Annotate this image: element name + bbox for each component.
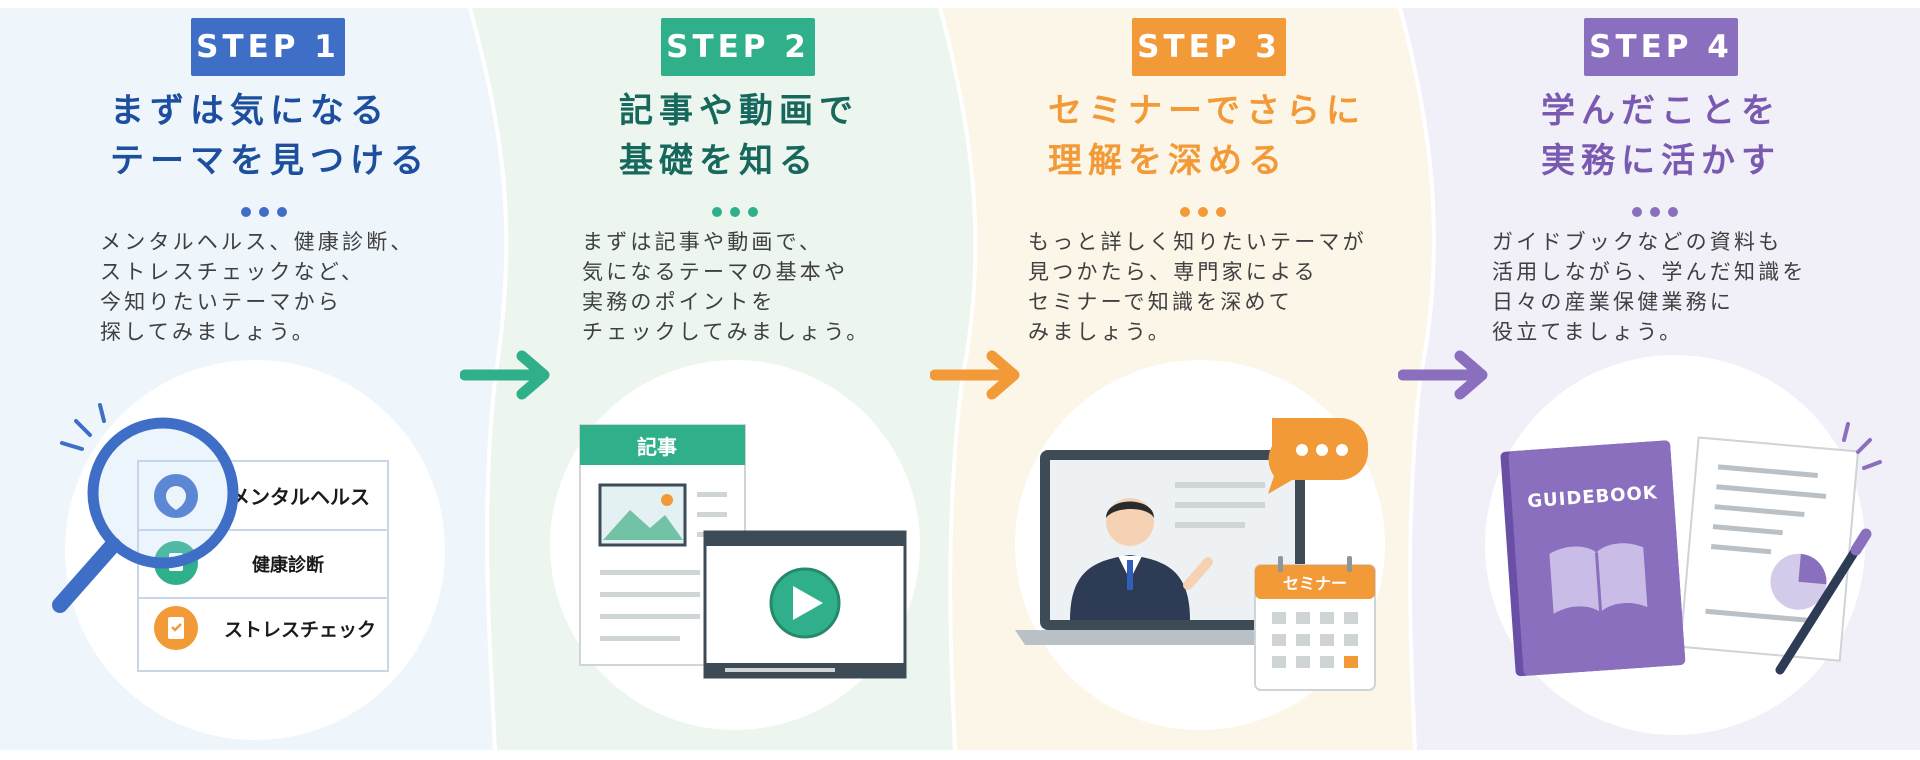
list-item: メンタルヘルス [230,485,370,509]
step-badge: STEP 3 [1132,18,1286,76]
arrow-right-icon [930,350,1020,400]
guidebook-icon: GUIDEBOOK [1500,422,1882,677]
step-description: まずは記事や動画で、 気になるテーマの基本や 実務のポイントを チェックしてみま… [582,230,871,344]
article-label: 記事 [637,435,677,459]
step-title: まずは気になる テーマを見つける [110,91,430,181]
step-title: セミナーでさらに 理解を深める [1048,91,1366,181]
dots-divider [1632,202,1688,217]
step-badge: STEP 2 [661,18,815,76]
seminar-laptop-icon: セミナー [1015,418,1376,691]
step-description: ガイドブックなどの資料も 活用しながら、学んだ知識を 日々の産業保健業務に 役立… [1492,230,1807,344]
list-item: ストレスチェック [224,619,376,641]
dots-divider [712,202,768,217]
step-title: 学んだことを 実務に活かす [1541,91,1781,181]
article-video-icon: 記事 [579,424,907,679]
arrow-right-icon [1398,350,1488,400]
step-description: メンタルヘルス、健康診断、 ストレスチェックなど、 今知りたいテーマから 探して… [100,230,415,344]
list-item: 健康診断 [252,554,324,576]
dots-divider [241,202,297,217]
arrow-right-icon [460,350,550,400]
magnifier-list-icon: メンタルヘルス 健康診断 ストレスチェック [52,403,389,672]
step-description: もっと詳しく知りたいテーマが 見つかたら、専門家による セミナーで知識を深めて … [1028,230,1367,344]
step-badge: STEP 1 [191,18,345,76]
step-badge: STEP 4 [1584,18,1738,76]
calendar-label: セミナー [1283,574,1347,593]
step-title: 記事や動画で 基礎を知る [619,91,859,181]
dots-divider [1180,202,1236,217]
